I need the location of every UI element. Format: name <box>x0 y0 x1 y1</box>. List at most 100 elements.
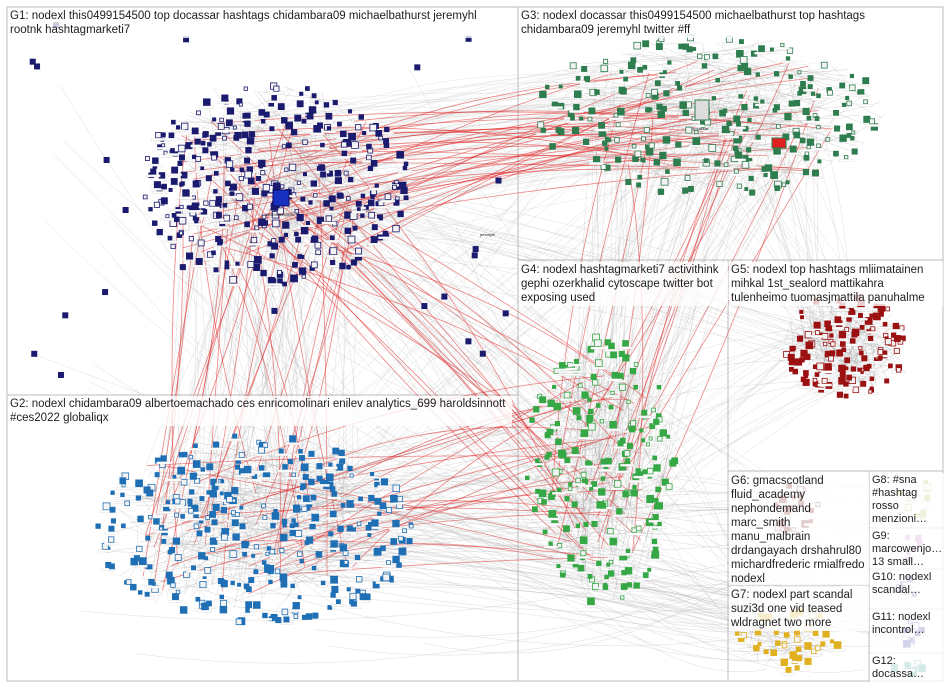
node <box>263 613 268 618</box>
node <box>409 524 413 528</box>
node-label-box <box>548 523 562 525</box>
node <box>235 512 239 516</box>
node-label-box <box>247 243 261 245</box>
node <box>589 108 595 114</box>
node-label-box <box>583 466 597 468</box>
node-label-box <box>577 437 591 439</box>
node <box>886 307 890 311</box>
group-label-g5: G5: nodexl top hashtags mliimatainen mih… <box>729 262 943 306</box>
node <box>600 503 605 508</box>
node <box>176 126 179 129</box>
node <box>775 641 780 646</box>
node <box>685 176 690 181</box>
node <box>293 262 298 267</box>
node <box>736 122 740 126</box>
node <box>693 138 700 145</box>
node <box>833 110 838 115</box>
node <box>640 429 643 432</box>
node <box>303 140 308 145</box>
node <box>181 479 187 485</box>
node <box>550 144 556 150</box>
node-label-box <box>203 258 217 260</box>
node <box>840 135 847 142</box>
node <box>625 459 630 464</box>
node <box>385 127 390 132</box>
node-label-box <box>376 582 390 584</box>
node <box>654 159 660 165</box>
node <box>619 351 624 356</box>
node <box>407 538 412 543</box>
node-label-box <box>679 116 693 118</box>
node <box>869 390 872 393</box>
node-label-box <box>235 458 249 460</box>
node <box>397 496 402 501</box>
node-label-box <box>552 492 566 494</box>
node-label-box <box>559 371 573 373</box>
node <box>620 70 623 73</box>
node <box>278 279 283 284</box>
node <box>359 497 363 501</box>
node <box>885 339 891 345</box>
node <box>627 583 631 587</box>
node-label-box <box>365 476 379 478</box>
node <box>136 480 143 487</box>
node <box>248 262 254 268</box>
node <box>863 78 869 84</box>
node-label-box <box>603 534 617 536</box>
node <box>821 62 827 68</box>
node <box>306 614 312 620</box>
node <box>677 86 681 90</box>
node-label-box <box>393 159 407 161</box>
node <box>201 141 205 145</box>
node-label-box <box>209 448 223 450</box>
node <box>205 527 210 532</box>
node-label-box <box>755 52 769 54</box>
node-label-box <box>175 209 189 211</box>
node-label-box <box>807 654 821 656</box>
node <box>223 203 227 207</box>
node <box>503 311 508 316</box>
node <box>762 167 767 172</box>
node <box>771 650 777 656</box>
node <box>249 577 254 582</box>
node <box>252 188 258 194</box>
node-label-box <box>115 497 129 499</box>
node <box>356 201 361 206</box>
node-label-box <box>627 533 641 535</box>
node <box>734 116 740 122</box>
node <box>572 447 578 453</box>
node <box>134 556 139 561</box>
node-label-box <box>189 223 203 225</box>
node-label-box <box>381 200 395 202</box>
node <box>205 557 208 560</box>
node <box>776 124 780 128</box>
node <box>807 343 811 347</box>
node <box>330 207 333 210</box>
node-label-box <box>637 416 651 418</box>
node <box>333 448 339 454</box>
node <box>442 294 447 299</box>
node-label-box <box>536 133 550 135</box>
node <box>195 219 199 223</box>
node-label-box <box>192 265 206 267</box>
node <box>233 126 236 129</box>
node-label-box <box>853 318 867 320</box>
node-label-box <box>267 283 281 285</box>
node <box>770 48 773 51</box>
node <box>227 108 233 114</box>
node <box>629 426 634 431</box>
node <box>552 469 559 476</box>
node-label-box <box>393 509 407 511</box>
node-label-box <box>225 172 239 174</box>
node-label-box <box>392 568 406 570</box>
hub-node-g3 <box>695 100 709 120</box>
node <box>356 248 362 254</box>
node <box>609 405 613 409</box>
node <box>125 501 130 506</box>
node <box>166 572 172 578</box>
node <box>821 642 825 646</box>
node-label-box <box>156 147 170 149</box>
node <box>282 609 288 615</box>
node <box>558 450 565 457</box>
node-label-box <box>323 467 337 469</box>
